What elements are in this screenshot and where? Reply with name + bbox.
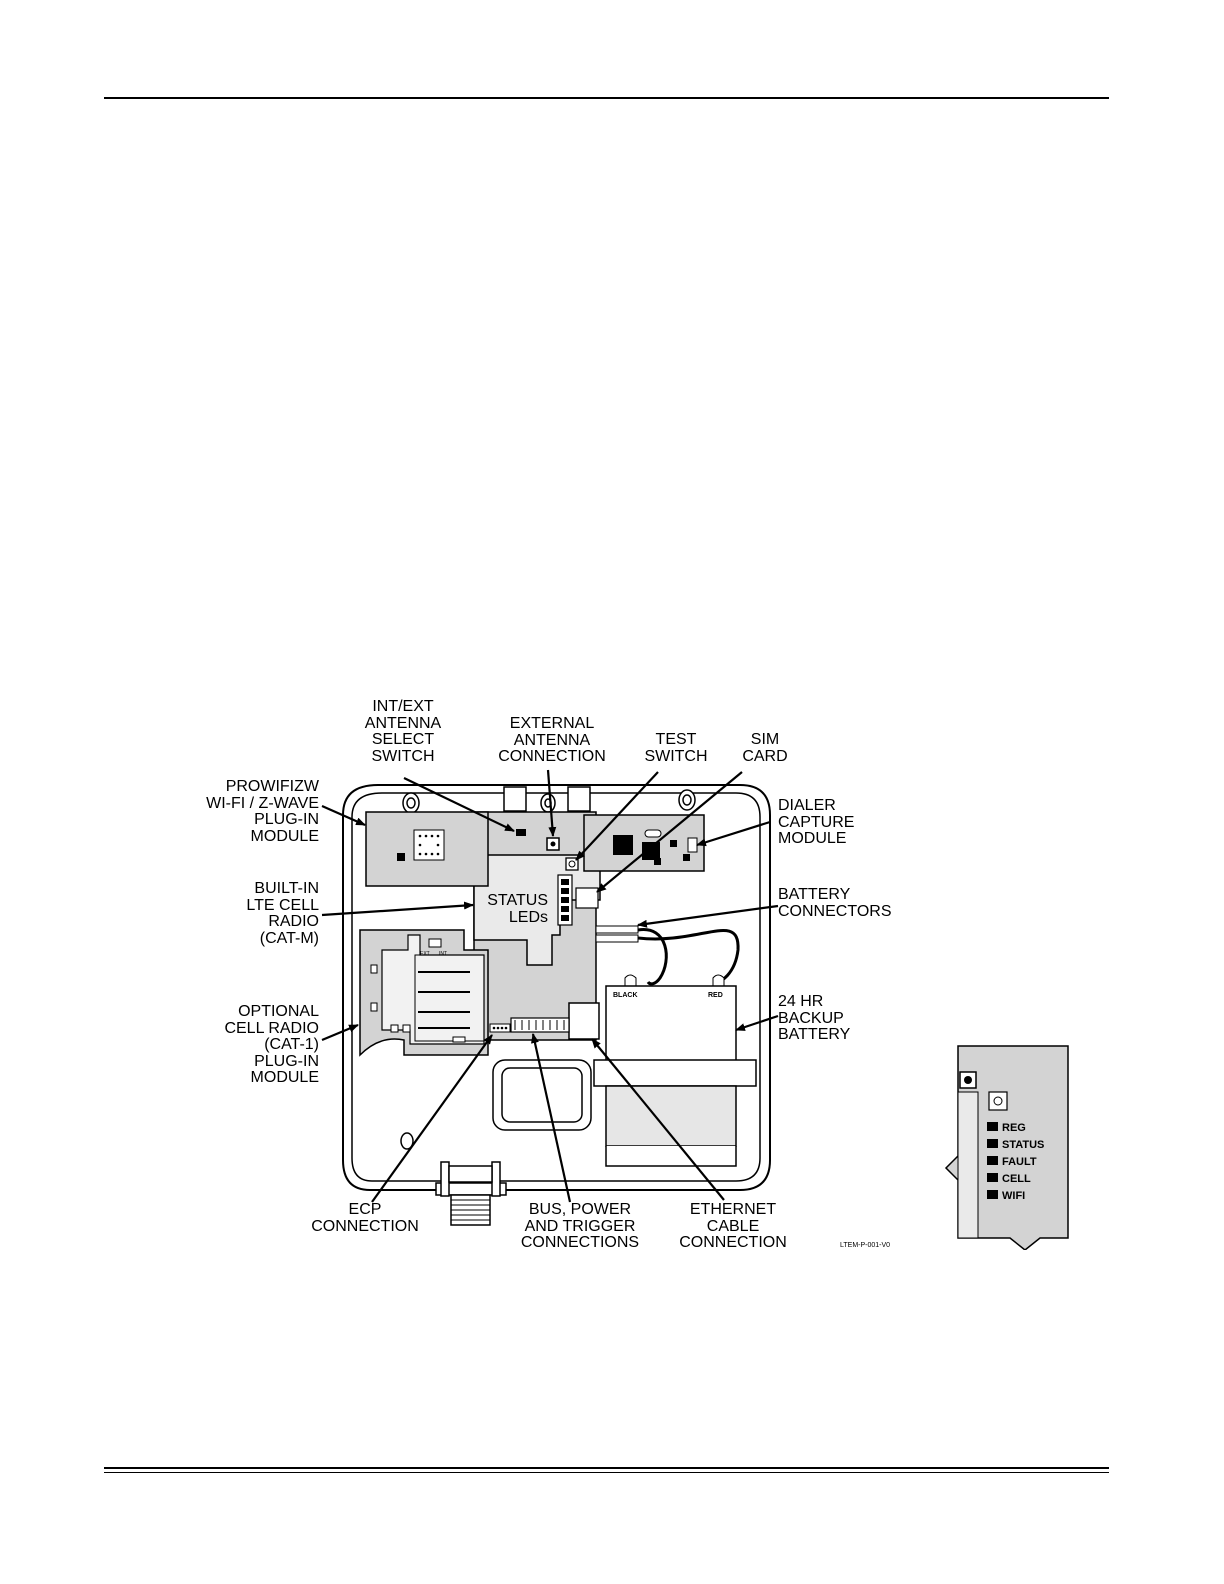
ethernet-jack [568,1002,600,1040]
battery-red-label: RED [708,992,723,999]
int-mark: INT [439,951,447,957]
label-dialer-capture: DIALER CAPTURE MODULE [778,797,855,847]
ecp-header [489,1023,511,1033]
led-legend-inset: REG STATUS FAULT CELL WIFI [944,1045,1069,1250]
leader-arrows [321,769,779,1203]
label-battery-connectors: BATTERY CONNECTORS [778,886,892,920]
terminal-strip [510,1017,570,1033]
conduit-fitting [435,1161,507,1226]
led-cell: CELL [1002,1173,1031,1185]
label-external-antenna: EXTERNAL ANTENNA CONNECTION [498,715,606,765]
top-tabs [503,786,591,812]
label-int-ext-switch: INT/EXT ANTENNA SELECT SWITCH [364,698,442,765]
battery-black-label: BLACK [613,992,638,999]
label-ethernet: ETHERNET CABLE CONNECTION [679,1201,787,1251]
antenna-select-switch [516,829,526,836]
label-optional-cell-radio: OPTIONAL CELL RADIO (CAT-1) PLUG-IN MODU… [224,1003,319,1086]
status-led-strip [557,874,573,926]
label-status-leds: STATUS LEDs [487,892,548,926]
sim-card [575,887,599,909]
led-wifi: WIFI [1002,1190,1025,1202]
label-sim-card: SIM CARD [742,731,788,765]
led-reg: REG [1002,1122,1026,1134]
led-status: STATUS [1002,1139,1044,1151]
bottom-knockout [492,1059,592,1131]
led-fault: FAULT [1002,1156,1037,1168]
optional-cell-radio-module [359,929,489,1057]
label-built-in-lte: BUILT-IN LTE CELL RADIO (CAT-M) [246,880,319,947]
label-bus-power: BUS, POWER AND TRIGGER CONNECTIONS [520,1201,640,1251]
test-switch [565,857,579,871]
label-ecp-connection: ECP CONNECTION [311,1201,419,1235]
footer-rule-thick [104,1467,1109,1469]
footer-rule-thin [104,1472,1109,1473]
backup-battery [593,974,757,1167]
figure-code: LTEM-P-001-V0 [840,1242,890,1249]
housing-inner [351,792,761,1182]
ext-mark: EXT [420,951,430,957]
header-rule [104,97,1109,99]
label-test-switch: TEST SWITCH [644,731,708,765]
label-backup-battery: 24 HR BACKUP BATTERY [778,993,851,1043]
label-prowifizw: PROWIFIZW WI-FI / Z-WAVE PLUG-IN MODULE [206,778,319,845]
